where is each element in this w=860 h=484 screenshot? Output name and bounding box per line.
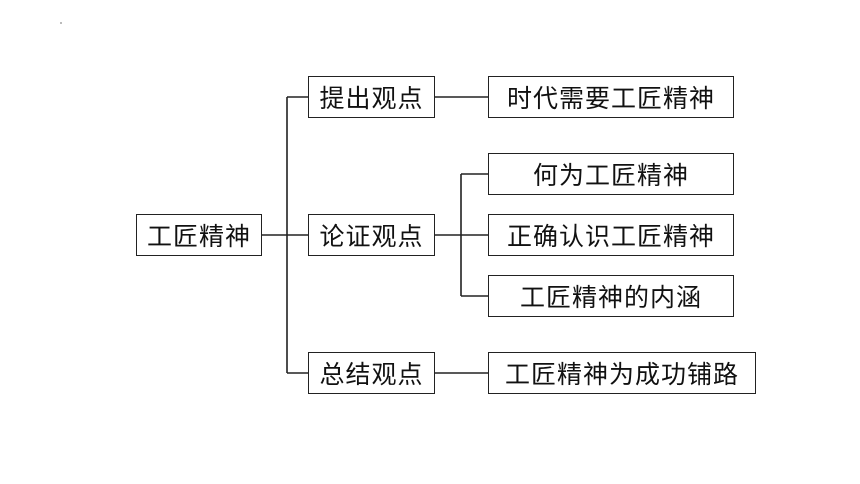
branch-node-1: 提出观点 [308,76,435,118]
child-node-3-1: 工匠精神为成功铺路 [488,352,756,394]
child-node-2-2: 正确认识工匠精神 [488,214,734,256]
root-node: 工匠精神 [136,214,262,256]
child-node-2-1: 何为工匠精神 [488,153,734,195]
branch-node-3: 总结观点 [308,352,435,394]
child-node-1-1: 时代需要工匠精神 [488,76,734,118]
child-node-2-3: 工匠精神的内涵 [488,275,734,317]
branch-node-2: 论证观点 [308,214,435,256]
stray-mark [60,22,62,24]
